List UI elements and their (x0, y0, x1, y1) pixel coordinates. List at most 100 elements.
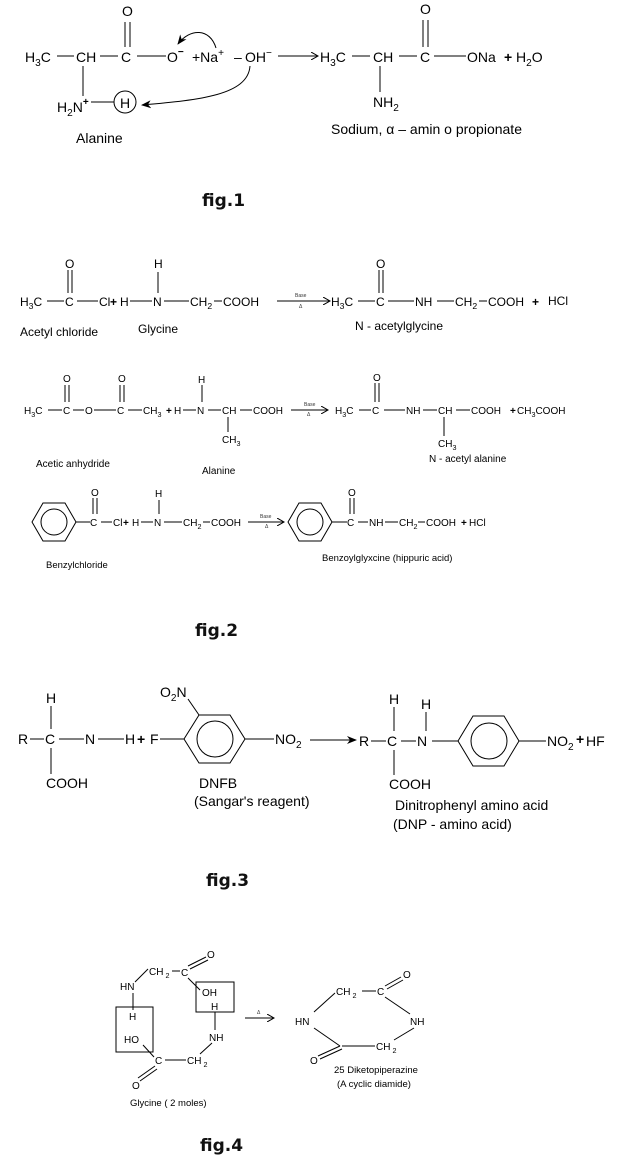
cooh-group: COOH (389, 776, 431, 792)
ona-group: ONa (467, 49, 496, 65)
condition-heat: Δ (299, 304, 303, 310)
hydroxyl: HO (124, 1035, 139, 1046)
bridging-oxygen: O (85, 406, 93, 417)
n-hydrogen: H (421, 696, 431, 712)
r-group: R (18, 731, 28, 747)
figure-label: fig.4 (200, 1136, 243, 1156)
carbonyl-carbon: C (372, 406, 379, 417)
fig2-reaction-3: C O Cl + H N H CH2 COOH Base Δ C (31, 488, 486, 571)
reactant1-name: Acetyl chloride (20, 325, 98, 339)
amine-hydrogen: H (211, 1002, 218, 1013)
carbonyl-oxygen-top: O (207, 950, 215, 961)
ch2-group: CH2 (455, 295, 477, 311)
carbonyl-carbon: C (376, 295, 385, 309)
h3c-group: H3C (24, 406, 42, 419)
nh-group: NH (209, 1033, 223, 1044)
plus-sign: + (123, 518, 129, 529)
bond (142, 1044, 155, 1058)
para-nitro: NO2 (275, 731, 302, 751)
plus-sign: + (576, 731, 584, 747)
plus-sign: + (504, 49, 512, 65)
product-name: 25 Diketopiperazine (334, 1065, 418, 1076)
carbonyl-oxygen: O (65, 257, 74, 271)
product-name: Sodium, α – amin o propionate (331, 121, 522, 137)
dash: – (234, 49, 242, 65)
bond (393, 1027, 415, 1041)
ch2-group: CH2 (399, 518, 417, 531)
fig3-reactant-amino-acid: R C H COOH N H + F O2N NO2 DNFB (Sangar'… (18, 684, 310, 809)
ch3-branch: CH3 (438, 439, 456, 452)
nitrogen: N (154, 518, 161, 529)
carbonyl-carbon: C (65, 295, 74, 309)
cooh-group: COOH (426, 518, 456, 529)
reactant1-name: Acetic anhydride (36, 459, 110, 470)
double-bond-b (319, 1048, 343, 1060)
condition-heat: Δ (257, 1010, 261, 1016)
plus-sign: + (510, 406, 516, 417)
h3c-group: H3C (331, 295, 353, 311)
benzene-ring (457, 715, 520, 767)
fig1-product: H3C CH C O ONa + H2O NH2 Sodium, α – ami… (320, 1, 543, 137)
fig1-reactant-alanine: H3C CH C O O− +Na+ – OH− H2N+ H Alanine (25, 3, 272, 146)
plus-sign: + (461, 518, 467, 529)
product-alias: (DNP - amino acid) (393, 816, 512, 832)
reagent-alias: (Sangar's reagent) (194, 793, 310, 809)
n-hydrogen: H (154, 257, 163, 271)
double-bond-b (386, 979, 404, 990)
carbonyl-carbon: C (420, 49, 430, 65)
ch2-group: CH2 (190, 295, 212, 311)
carbonyl-carbon: C (90, 518, 97, 529)
product-name: N - acetylglycine (355, 319, 443, 333)
electron-arrow-oh-to-o (177, 32, 217, 49)
double-bond-a (137, 1065, 156, 1079)
circled-hydrogen: H (120, 95, 130, 111)
condition-base: Base (295, 293, 307, 299)
hn-group: HN (295, 1017, 309, 1028)
figure-3: R C H COOH N H + F O2N NO2 DNFB (Sangar'… (18, 684, 605, 891)
carbonyl-oxygen: O (122, 3, 133, 19)
bond (313, 992, 336, 1013)
carbonyl-oxygen-2: O (118, 374, 126, 385)
condition-heat: Δ (307, 412, 311, 418)
hydrogen: H (125, 731, 135, 747)
plus-sign: + (110, 295, 117, 309)
figure-label: fig.2 (195, 621, 238, 641)
reactant-name: Alanine (76, 130, 123, 146)
hn-group: HN (120, 982, 134, 993)
alpha-carbon: C (387, 733, 397, 749)
nh-group: NH (410, 1017, 424, 1028)
water: H2O (516, 49, 543, 69)
chlorine: Cl (113, 518, 122, 529)
double-bond-a (384, 976, 402, 987)
bond (199, 1042, 213, 1055)
aromatic-circle (470, 722, 508, 760)
condition-heat: Δ (265, 524, 269, 530)
figure-1: H3C CH C O O− +Na+ – OH− H2N+ H Alanine … (25, 1, 543, 211)
product-alias: (A cyclic diamide) (337, 1079, 411, 1090)
nitrogen: N (417, 733, 427, 749)
carbonyl-oxygen: O (348, 488, 356, 499)
product-name: Benzoylglyxcine (hippuric acid) (322, 553, 452, 564)
h3c-group: H3C (320, 49, 346, 69)
bond (313, 1027, 341, 1047)
leaving-group-box (115, 1006, 154, 1053)
double-bond-b (139, 1068, 158, 1082)
carbonyl-oxygen-bottom: O (132, 1081, 140, 1092)
h3c-group: H3C (335, 406, 353, 419)
double-bond-a (317, 1045, 341, 1057)
cooh-group: COOH (46, 775, 88, 791)
reactant2-name: Glycine (138, 322, 178, 336)
amine-hydrogen: H (129, 1012, 136, 1023)
bond (384, 996, 411, 1015)
aromatic-circle (196, 720, 234, 758)
nh2-group: NH2 (373, 94, 399, 114)
hydrogen: H (120, 295, 129, 309)
ch-group: CH (222, 406, 236, 417)
ch-group: CH (438, 406, 452, 417)
ortho-nitro: O2N (160, 684, 187, 704)
